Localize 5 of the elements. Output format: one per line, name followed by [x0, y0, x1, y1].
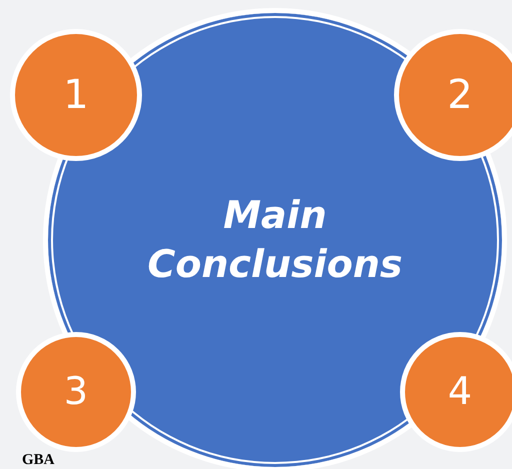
number-label: 2	[447, 71, 473, 120]
number-label: 4	[448, 368, 472, 416]
number-label: 1	[63, 71, 89, 120]
number-label: 3	[64, 368, 88, 416]
title-text: Main Conclusions	[146, 192, 404, 288]
